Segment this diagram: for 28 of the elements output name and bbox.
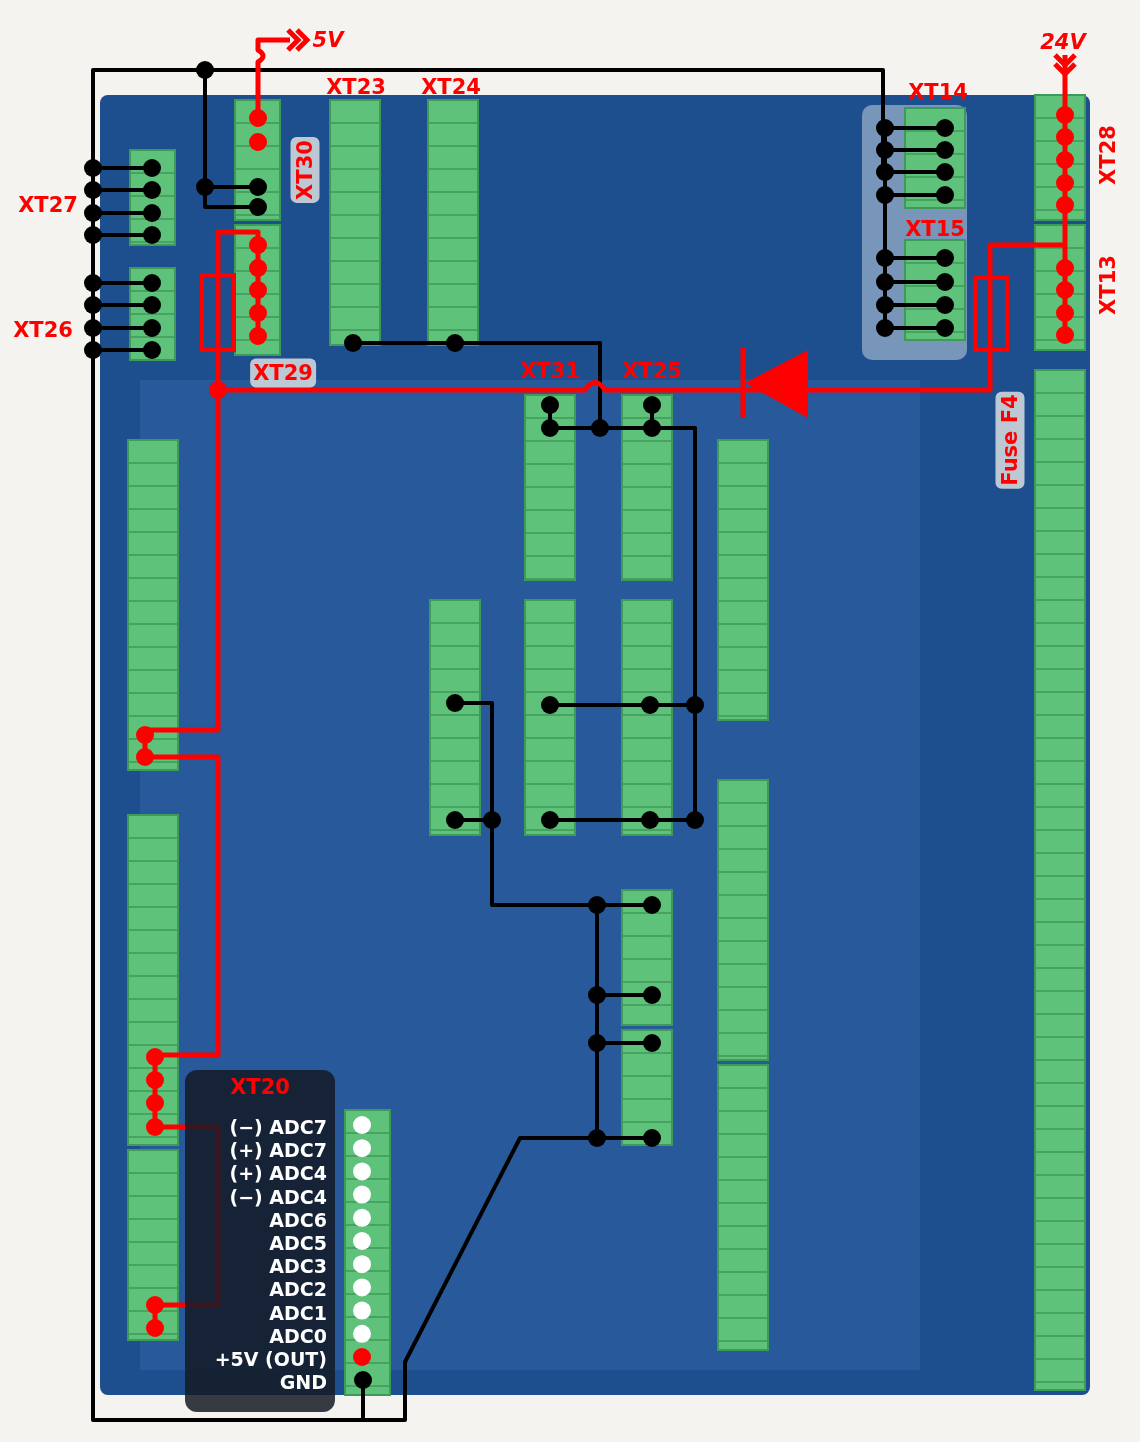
pin-label: +5V (OUT) [214, 1348, 327, 1372]
connector-label: XT23 [326, 76, 386, 98]
pin-label: (−) ADC4 [229, 1185, 327, 1209]
pin-label: GND [279, 1371, 327, 1395]
connector-label: XT27 [18, 194, 78, 216]
connector-label: XT15 [905, 218, 965, 240]
pin-label: (−) ADC7 [229, 1116, 327, 1140]
connector-label: XT26 [13, 319, 73, 341]
connector-label: XT31 [520, 360, 580, 382]
connector-label: XT24 [421, 76, 481, 98]
pin-label: ADC6 [269, 1208, 327, 1232]
connector-label: 5V [312, 29, 344, 51]
connector-label: XT13 [1097, 255, 1119, 315]
pin-label: ADC3 [269, 1255, 327, 1279]
pin-label: (+) ADC7 [229, 1139, 327, 1163]
connector-label: 24V [1040, 31, 1086, 53]
pin-label: ADC5 [269, 1232, 327, 1256]
connector-label: XT30 [290, 137, 320, 203]
connector-label: XT20 [229, 1074, 290, 1100]
connector-label: XT28 [1097, 125, 1119, 185]
pin-label: ADC1 [269, 1301, 327, 1325]
connector-label: XT29 [250, 358, 316, 388]
pin-label: ADC2 [269, 1278, 327, 1302]
pin-label-panel [185, 1070, 335, 1412]
pin-label: (+) ADC4 [229, 1162, 327, 1186]
pin-label: ADC0 [269, 1324, 327, 1349]
connector-label: Fuse F4 [995, 391, 1025, 489]
connector-label: XT25 [622, 360, 682, 382]
